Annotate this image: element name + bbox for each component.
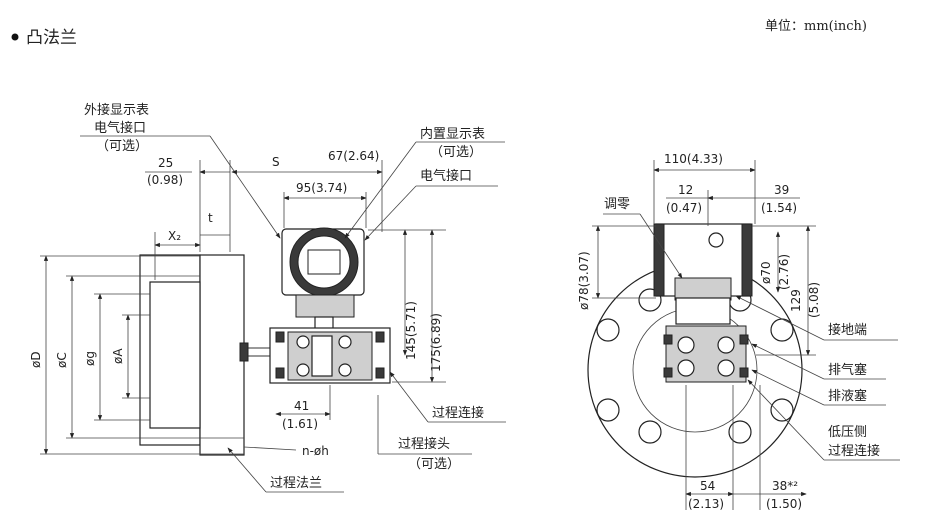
ext-display-label-2: 电气接口	[94, 120, 146, 136]
dim-t: t	[208, 211, 213, 225]
flange-label: 过程法兰	[270, 476, 322, 491]
elec-conn-label: 电气接口	[420, 168, 472, 184]
zero-label: 调零	[604, 197, 630, 212]
ext-display-label-1: 外接显示表	[84, 102, 149, 118]
ext-display-label-3: （可选）	[96, 139, 148, 154]
dim-s: S	[272, 155, 280, 169]
dim-39: 39	[774, 183, 789, 197]
proc-joint-label-1: 过程接头	[398, 436, 450, 452]
dim-67: 67(2.64)	[328, 149, 379, 163]
int-display-label-2: （可选）	[430, 145, 482, 160]
drain-label: 排液塞	[828, 388, 867, 404]
dim-41: 41	[294, 399, 309, 413]
int-display-label-1: 内置显示表	[420, 126, 485, 142]
proc-joint-label-2: （可选）	[408, 457, 460, 472]
dim-175: 175(6.89)	[429, 313, 443, 372]
dim-od: øD	[29, 351, 43, 368]
bullet-icon	[11, 33, 19, 41]
dim-o78: ø78(3.07)	[577, 251, 591, 310]
page-title: 凸法兰	[26, 28, 77, 48]
dim-o70: ø70	[759, 261, 773, 284]
dim-12: 12	[678, 183, 693, 197]
dim-x2: X₂	[168, 229, 181, 243]
dim-nh: n-øh	[302, 444, 329, 458]
ground-label: 接地端	[828, 322, 867, 338]
low-side-label-2: 过程连接	[828, 443, 880, 459]
dim-110: 110(4.33)	[664, 152, 723, 166]
dim-oa: øA	[111, 348, 125, 364]
unit-label: 单位：mm(inch)	[765, 19, 867, 34]
right-front-view	[587, 223, 803, 478]
dim-276: (2.76)	[777, 254, 791, 290]
dim-54-inch: (2.13)	[688, 497, 724, 511]
dim-95: 95(3.74)	[296, 181, 347, 195]
dim-41-inch: (1.61)	[282, 417, 318, 431]
flange-plate	[199, 254, 245, 456]
low-side-label-1: 低压侧	[828, 425, 867, 440]
dim-145: 145(5.71)	[404, 301, 418, 360]
dim-508: (5.08)	[807, 282, 821, 318]
dim-oc: øC	[55, 352, 69, 368]
dim-39-inch: (1.54)	[761, 201, 797, 215]
sensor-body-front	[665, 325, 747, 383]
dim-og: øg	[83, 351, 97, 366]
vent-label: 排气塞	[828, 362, 867, 378]
dim-129: 129	[789, 289, 803, 312]
dim-54: 54	[700, 479, 715, 493]
dim-25-inch: (0.98)	[147, 173, 183, 187]
dim-38: 38*²	[772, 479, 798, 493]
proc-conn-label: 过程连接	[432, 405, 484, 421]
dim-38-inch: (1.50)	[766, 497, 802, 511]
left-side-view	[139, 227, 391, 456]
dim-12-inch: (0.47)	[666, 201, 702, 215]
dim-25: 25	[158, 156, 173, 170]
flange-raised-face	[149, 281, 201, 429]
